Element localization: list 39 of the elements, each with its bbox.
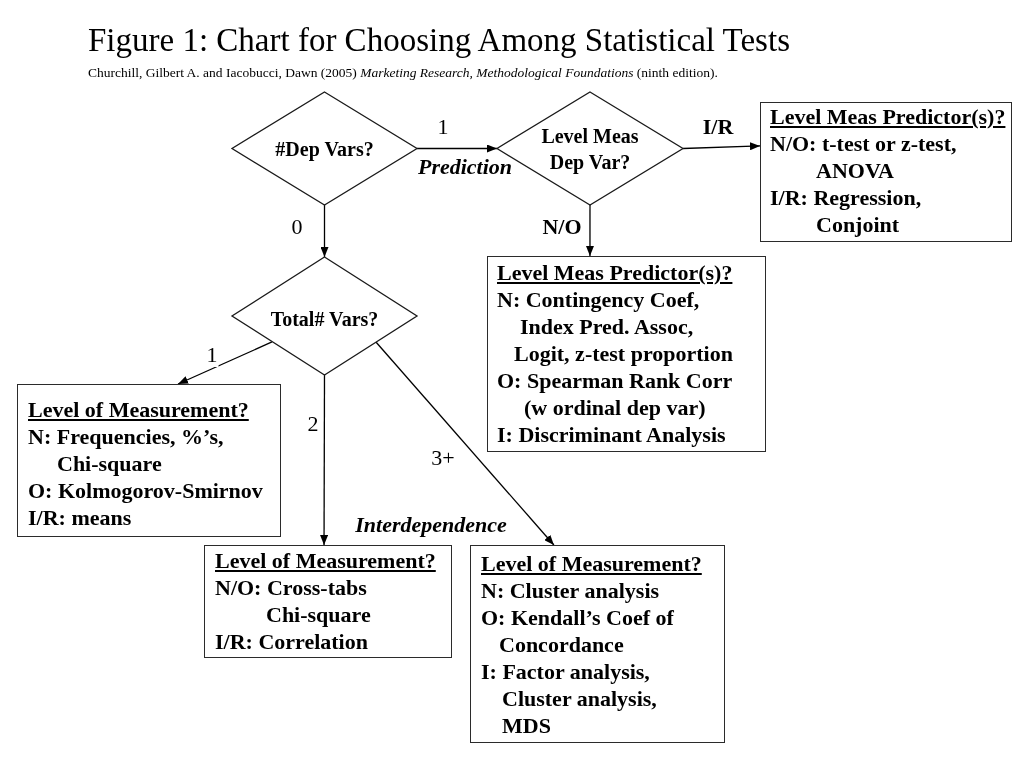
test-list-item: I/R: Correlation — [215, 628, 368, 655]
test-list-item: O: Kolmogorov-Smirnov — [28, 477, 263, 504]
test-list-item: O: Kendall’s Coef of Concordance — [481, 604, 674, 658]
arrow — [375, 341, 555, 546]
arrow — [177, 341, 273, 385]
test-list-item: N/O: Cross-tabs Chi-square — [215, 574, 371, 628]
figure-title: Figure 1: Chart for Choosing Among Statistical Tests — [88, 21, 790, 59]
test-list-item: I: Factor analysis, Cluster analysis, MDS — [481, 658, 657, 739]
test-list-item: N/O: t-test or z-test, ANOVA — [770, 130, 957, 184]
question-text: Level Meas Dep Var? — [541, 123, 639, 175]
test-list-item: I: Discriminant Analysis — [497, 421, 726, 448]
box-heading: Level of Measurement? — [215, 547, 436, 574]
result-box — [204, 545, 452, 658]
section-label: Prediction — [417, 155, 513, 179]
arrow — [585, 204, 594, 257]
arrow — [320, 374, 329, 546]
test-list-item: I/R: Regression, Conjoint — [770, 184, 922, 238]
arrow — [416, 144, 498, 153]
test-list-item: N: Cluster analysis — [481, 577, 660, 604]
arrow — [682, 142, 761, 151]
citation: Churchill, Gilbert A. and Iacobucci, Dawn (2005) Marketing Research, Methodological Foundations (ninth edition). — [88, 65, 718, 81]
section-label: Interdependence — [355, 513, 507, 537]
test-list-item: I/R: means — [28, 504, 132, 531]
test-list-item: N: Frequencies, %’s, Chi-square — [28, 423, 224, 477]
test-list-item: N: Contingency Coef, Index Pred. Assoc, Logit, z-test proportion — [497, 286, 733, 367]
decision-diamond — [232, 92, 417, 205]
question-text: #Dep Vars? — [275, 136, 374, 162]
box-heading: Level of Measurement? — [481, 550, 702, 577]
box-heading: Level of Measurement? — [28, 396, 249, 423]
box-heading: Level Meas Predictor(s)? — [770, 103, 1006, 130]
test-list-item: O: Spearman Rank Corr (w ordinal dep var) — [497, 367, 733, 421]
result-box — [470, 545, 725, 743]
result-box — [760, 102, 1012, 242]
result-box — [487, 256, 766, 452]
decision-diamond — [232, 257, 417, 375]
box-heading: Level Meas Predictor(s)? — [497, 259, 733, 286]
result-box — [17, 384, 281, 537]
question-text: Total# Vars? — [270, 307, 379, 332]
arrow — [320, 204, 329, 258]
